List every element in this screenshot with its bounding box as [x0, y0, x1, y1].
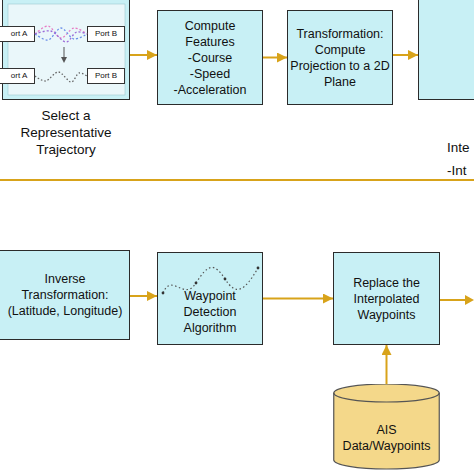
process-box: Replace the Interpolated Waypoints: [333, 252, 440, 345]
process-box: Compute Features-Course -Speed -Accelera…: [157, 10, 263, 105]
flow-arrow: [130, 54, 157, 56]
process-box: Transformation: Compute Projection to a …: [287, 10, 393, 105]
process-box: Inverse Transformation: (Latitude, Longi…: [0, 250, 130, 340]
node-label: AIS Data/Waypoints: [337, 422, 437, 454]
cylinder-body: [334, 384, 440, 469]
process-box: Waypoint Detection Algorithm: [157, 252, 263, 345]
return-line: [0, 179, 474, 181]
port-label: ort A: [3, 29, 27, 39]
port-label: ort A: [3, 71, 27, 81]
node-label: -Course -Speed -Acceleration: [162, 50, 258, 98]
node-label: Transformation: Compute Projection to a …: [290, 26, 390, 90]
flow-arrow: [386, 345, 388, 384]
flow-arrow: [130, 295, 157, 297]
flow-arrow: [393, 54, 418, 56]
exit-arrow: [440, 299, 466, 301]
node-label: Inte: [447, 140, 470, 155]
node-label: Inverse Transformation: (Latitude, Longi…: [6, 271, 124, 319]
port-box: ort A: [0, 68, 35, 84]
port-box: Port B: [87, 26, 125, 42]
port-box: Port B: [87, 68, 125, 84]
node-label: Compute Features: [162, 18, 258, 50]
port-box: ort A: [0, 26, 35, 42]
port-label: Port B: [95, 71, 117, 81]
port-label: Port B: [95, 29, 117, 39]
node-label: Select a Representative Trajectory: [0, 107, 133, 158]
node-label: Replace the Interpolated Waypoints: [337, 275, 437, 323]
exit-arrowhead: [465, 295, 474, 305]
node-label: -Int: [447, 163, 467, 178]
database-cylinder: AIS Data/Waypoints: [333, 384, 440, 470]
flow-arrow: [263, 57, 287, 59]
cylinder-rim: [334, 393, 440, 402]
node-label: Waypoint Detection Algorithm: [162, 288, 258, 336]
trajectory-box: Select a Representative Trajectoryort AP…: [2, 0, 130, 100]
flow-arrow: [263, 298, 333, 300]
process-box: Inte-Int: [418, 0, 474, 100]
